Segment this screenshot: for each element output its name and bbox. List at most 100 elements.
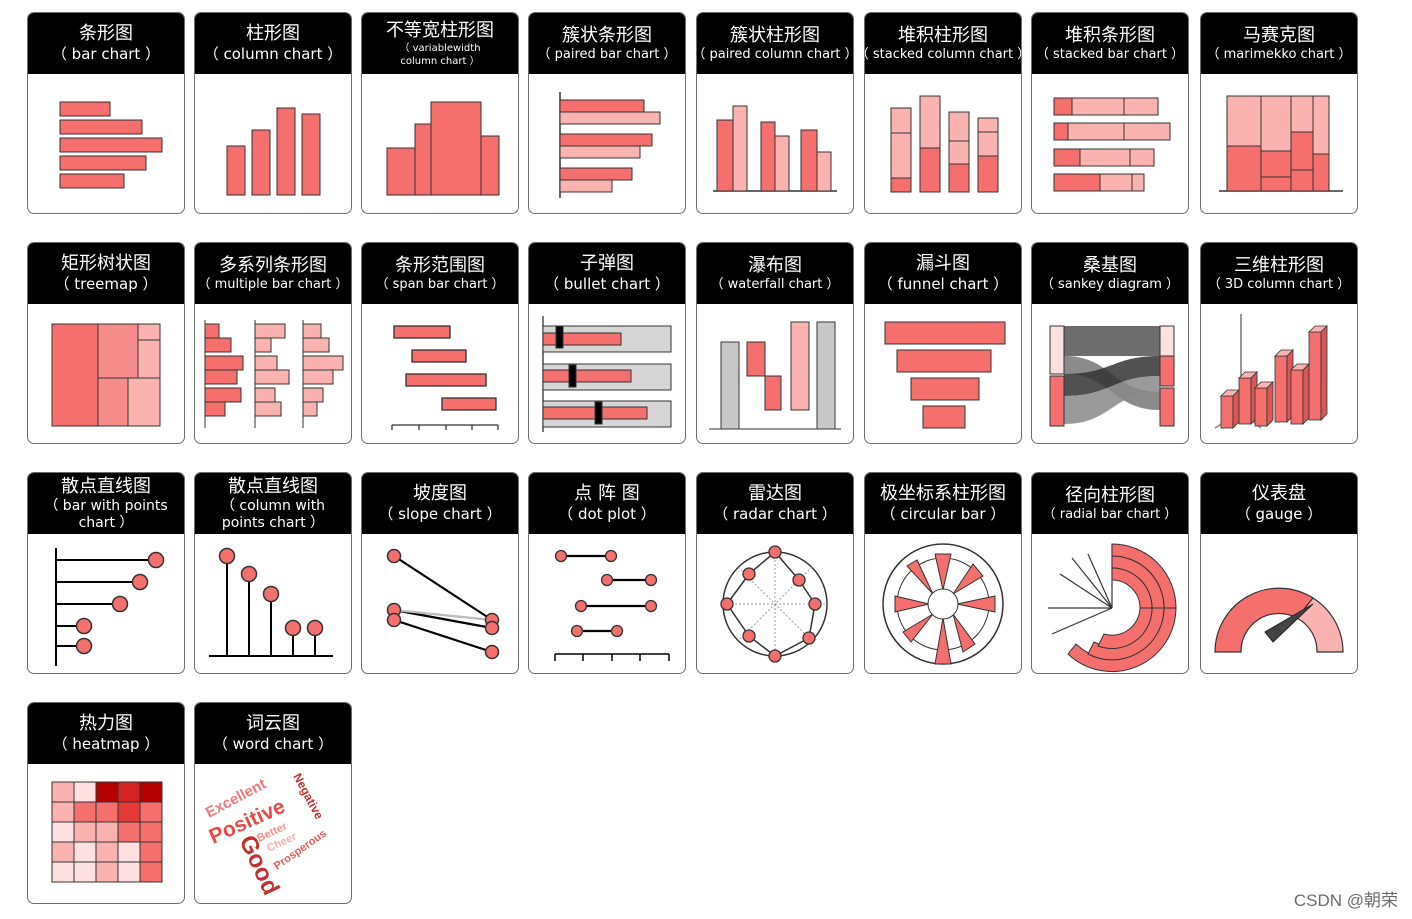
- card-variable-width-column-chart: 不等宽柱形图（ variablewidth column chart ）: [361, 12, 519, 214]
- card-subtitle: （ gauge ）: [1235, 505, 1323, 523]
- card-title: 堆积柱形图: [898, 24, 988, 46]
- card-column-chart: 柱形图（ column chart ）: [194, 12, 352, 214]
- card-subtitle: （ radial bar chart ）: [1042, 506, 1178, 522]
- card-radar-chart: 雷达图（ radar chart ）: [696, 472, 854, 674]
- funnel-chart-icon: [884, 321, 1006, 429]
- card-subtitle: （ paired column chart ）: [696, 46, 854, 62]
- card-title: 雷达图: [748, 483, 802, 504]
- card-subtitle: （ heatmap ）: [52, 735, 160, 753]
- card-subtitle: （ span bar chart ）: [375, 276, 505, 292]
- card-subtitle: （ bar with points chart ）: [44, 497, 168, 531]
- card-title: 点 阵 图: [574, 483, 640, 504]
- card-title: 仪表盘: [1252, 483, 1306, 504]
- card-title: 马赛克图: [1243, 24, 1315, 46]
- card-funnel-chart: 漏斗图（ funnel chart ）: [864, 242, 1022, 444]
- card-title: 条形范围图: [395, 254, 485, 276]
- card-slope-chart: 坡度图（ slope chart ）: [361, 472, 519, 674]
- card-subtitle: （ column with points chart ）: [220, 497, 326, 531]
- card-bar-with-points-chart: 散点直线图（ bar with points chart ）: [27, 472, 185, 674]
- span-bar-chart-icon: [391, 325, 499, 430]
- card-title: 堆积条形图: [1065, 24, 1155, 46]
- bar-chart-icon: [59, 101, 163, 189]
- paired-bar-chart-icon: [559, 92, 661, 198]
- card-title: 条形图: [79, 23, 133, 44]
- card-subtitle: （ radar chart ）: [713, 505, 837, 523]
- card-subtitle: （ sankey diagram ）: [1040, 276, 1180, 292]
- slope-chart-icon: [386, 548, 500, 660]
- word-negative: Negative: [290, 771, 326, 822]
- card-subtitle: （ word chart ）: [212, 735, 334, 753]
- card-subtitle: （ column chart ）: [203, 45, 343, 63]
- card-waterfall-chart: 瀑布图（ waterfall chart ）: [696, 242, 854, 444]
- radial-bar-chart-icon: [1048, 543, 1177, 672]
- treemap-icon: [51, 323, 161, 427]
- card-subtitle: （ treemap ）: [54, 275, 158, 293]
- card-treemap: 矩形树状图（ treemap ）: [27, 242, 185, 444]
- card-title: 三维柱形图: [1234, 254, 1324, 276]
- waterfall-chart-icon: [709, 321, 841, 430]
- card-subtitle: （ marimekko chart ）: [1206, 46, 1352, 62]
- card-subtitle: （ multiple bar chart ）: [197, 276, 349, 292]
- watermark: CSDN @朝荣: [1293, 891, 1398, 910]
- column-with-points-chart-icon: [209, 547, 333, 657]
- card-subtitle: （ waterfall chart ）: [710, 276, 840, 292]
- card-span-bar-chart: 条形范围图（ span bar chart ）: [361, 242, 519, 444]
- card-title: 散点直线图: [228, 475, 318, 497]
- card-title: 不等宽柱形图: [386, 19, 494, 41]
- card-marimekko-chart: 马赛克图（ marimekko chart ）: [1200, 12, 1358, 214]
- card-subtitle: （ paired bar chart ）: [537, 46, 677, 62]
- card-paired-column-chart: 簇状柱形图（ paired column chart ）: [696, 12, 854, 214]
- card-radial-bar-chart: 径向柱形图（ radial bar chart ）: [1031, 472, 1189, 674]
- card-paired-bar-chart: 簇状条形图（ paired bar chart ）: [528, 12, 686, 214]
- card-column-with-points-chart: 散点直线图（ column with points chart ）: [194, 472, 352, 674]
- card-multiple-bar-chart: 多系列条形图（ multiple bar chart ）: [194, 242, 352, 444]
- multiple-bar-chart-icon: [204, 320, 344, 428]
- card-title: 柱形图: [246, 23, 300, 44]
- circular-bar-icon: [882, 543, 1004, 665]
- gauge-icon: [1214, 587, 1344, 653]
- card-bar-chart: 条形图（ bar chart ）: [27, 12, 185, 214]
- card-title: 桑基图: [1083, 254, 1137, 276]
- sankey-diagram-icon: [1049, 325, 1175, 427]
- card-title: 散点直线图: [61, 475, 151, 497]
- card-circular-bar: 极坐标系柱形图（ circular bar ）: [864, 472, 1022, 674]
- card-heatmap: 热力图（ heatmap ）: [27, 702, 185, 904]
- card-title: 坡度图: [413, 483, 467, 504]
- card-title: 词云图: [246, 713, 300, 734]
- paired-column-chart-icon: [713, 105, 837, 192]
- card-subtitle: （ stacked bar chart ）: [1035, 46, 1185, 62]
- card-title: 子弹图: [580, 253, 634, 274]
- dot-plot-icon: [554, 549, 670, 661]
- card-title: 瀑布图: [748, 254, 802, 276]
- word-chart-icon: Excellent Positive Good Better Cheer Pro…: [203, 771, 329, 899]
- card-subtitle: （ bar chart ）: [51, 45, 161, 63]
- card-3d-column-chart: 三维柱形图（ 3D column chart ）: [1200, 242, 1358, 444]
- stacked-bar-chart-icon: [1053, 97, 1171, 192]
- card-subtitle: （ variablewidth column chart ）: [399, 42, 481, 67]
- heatmap-icon: [51, 781, 163, 883]
- card-title: 漏斗图: [916, 253, 970, 274]
- card-gauge: 仪表盘（ gauge ）: [1200, 472, 1358, 674]
- card-stacked-column-chart: 堆积柱形图（ stacked column chart ）: [864, 12, 1022, 214]
- stacked-column-chart-icon: [890, 95, 999, 193]
- card-subtitle: （ dot plot ）: [558, 505, 656, 523]
- card-stacked-bar-chart: 堆积条形图（ stacked bar chart ）: [1031, 12, 1189, 214]
- marimekko-chart-icon: [1219, 95, 1343, 192]
- card-title: 热力图: [79, 713, 133, 734]
- bullet-chart-icon: [542, 316, 672, 432]
- card-title: 多系列条形图: [219, 254, 327, 276]
- bar-with-points-chart-icon: [55, 548, 165, 666]
- card-dot-plot: 点 阵 图（ dot plot ）: [528, 472, 686, 674]
- card-word-chart: 词云图（ word chart ） Excellent Positive Goo…: [194, 702, 352, 904]
- card-subtitle: （ 3D column chart ）: [1207, 276, 1351, 292]
- card-title: 径向柱形图: [1065, 484, 1155, 506]
- variable-width-column-chart-icon: [386, 101, 500, 196]
- card-title: 矩形树状图: [61, 253, 151, 274]
- 3d-column-chart-icon: [1214, 314, 1328, 429]
- card-bullet-chart: 子弹图（ bullet chart ）: [528, 242, 686, 444]
- card-subtitle: （ slope chart ）: [378, 505, 502, 523]
- card-subtitle: （ circular bar ）: [880, 505, 1006, 523]
- card-sankey-diagram: 桑基图（ sankey diagram ）: [1031, 242, 1189, 444]
- column-chart-icon: [226, 107, 321, 196]
- card-subtitle: （ stacked column chart ）: [864, 46, 1022, 62]
